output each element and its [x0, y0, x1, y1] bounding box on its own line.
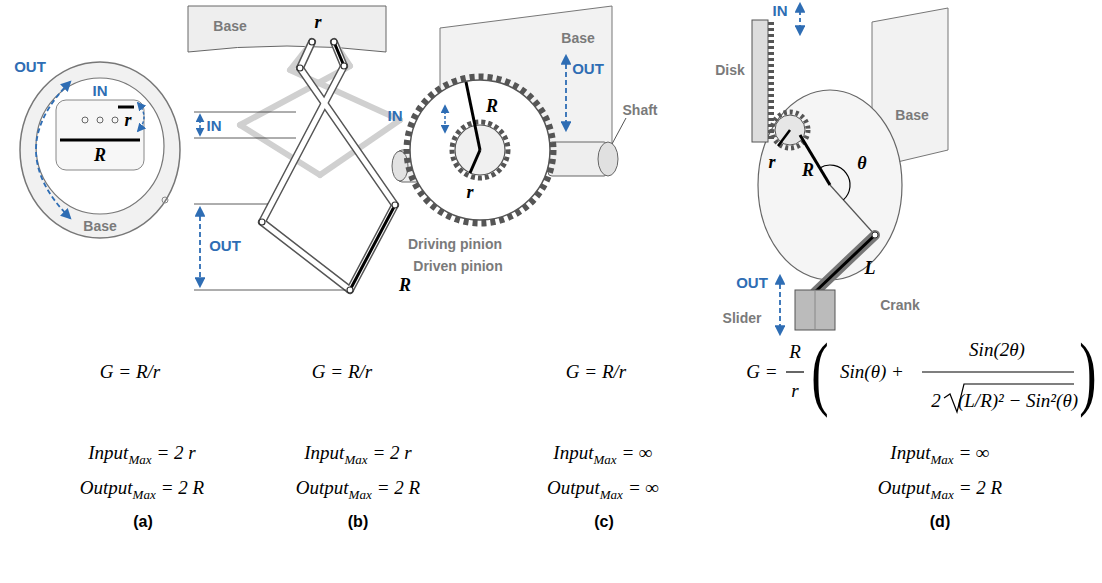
part-label: Slider — [723, 310, 762, 326]
formula-term: = ∞ — [622, 442, 653, 463]
part-label: Driving pinion — [408, 236, 502, 252]
part-label: Base — [213, 18, 246, 34]
formula-term: Output — [296, 477, 349, 498]
dimension-symbol: θ — [857, 153, 866, 174]
subscript: Max — [349, 487, 372, 502]
formula-term: R — [789, 341, 801, 363]
subscript: Max — [128, 452, 151, 467]
part-label: Shaft — [623, 102, 658, 118]
dimension-symbol: R — [486, 96, 498, 117]
dimension-symbol: R — [94, 145, 106, 166]
formula-term: (L/R)² − Sin²(θ) — [958, 390, 1078, 412]
dimension-symbol: L — [865, 258, 876, 279]
dimension-symbol: r — [768, 152, 775, 173]
formula-term: G = R/r — [566, 361, 626, 383]
panel-caption: (d) — [930, 513, 950, 531]
part-label: Base — [83, 218, 116, 234]
dimension-symbol: r — [124, 110, 131, 131]
formula-line: OutputMax = ∞ — [547, 477, 659, 503]
formula-line: InputMax = 2 r — [88, 442, 195, 468]
formula-line: InputMax = ∞ — [890, 442, 989, 468]
formula-term: = 2 r — [373, 442, 412, 463]
formula-term: = 2 r — [157, 442, 196, 463]
formula-term: = 2 R — [161, 477, 204, 498]
part-label: Crank — [880, 297, 920, 313]
motion-label: IN — [773, 2, 788, 19]
subscript: Max — [133, 487, 156, 502]
panel-c-art — [392, 6, 626, 223]
motion-label: IN — [93, 82, 108, 99]
dimension-symbol: R — [802, 160, 814, 181]
panel-d-art — [752, 4, 948, 334]
formula-line: InputMax = ∞ — [553, 442, 652, 468]
formula-term: r — [791, 380, 798, 402]
formula-term: = ∞ — [959, 442, 990, 463]
formula-term: G = — [746, 361, 777, 383]
formula-term: Input — [88, 442, 128, 463]
formula-term: = 2 R — [377, 477, 420, 498]
motion-label: OUT — [209, 237, 241, 254]
formula-term: Sin(θ) + — [840, 361, 904, 383]
formula-term: G = R/r — [100, 361, 160, 383]
motion-label: OUT — [572, 60, 604, 77]
motion-label: IN — [207, 117, 222, 134]
subscript: Max — [931, 487, 954, 502]
formula-term: Input — [304, 442, 344, 463]
formula-term: Output — [547, 477, 600, 498]
panel-a-art — [20, 62, 180, 238]
formula-line: OutputMax = 2 R — [296, 477, 420, 503]
panel-caption: (c) — [594, 513, 614, 531]
formula-term: Output — [80, 477, 133, 498]
panel-b-art — [188, 6, 400, 293]
motion-label: IN — [388, 107, 403, 124]
formula-term: 2 — [931, 390, 941, 412]
formula-term: = ∞ — [628, 477, 659, 498]
formula-term: Input — [553, 442, 593, 463]
formula-term: G = R/r — [312, 361, 372, 383]
dimension-symbol: R — [399, 275, 411, 296]
subscript: Max — [593, 452, 616, 467]
subscript: Max — [600, 487, 623, 502]
part-label: Disk — [715, 62, 745, 78]
motion-label: OUT — [736, 274, 768, 291]
panel-caption: (a) — [133, 513, 153, 531]
subscript: Max — [344, 452, 367, 467]
formula-paren: ( — [811, 325, 828, 419]
formula-term: Input — [890, 442, 930, 463]
motion-label: OUT — [14, 58, 46, 75]
formula-term: = 2 R — [959, 477, 1002, 498]
formula-term: Sin(2θ) — [969, 339, 1025, 361]
panel-caption: (b) — [348, 513, 368, 531]
formula-paren: ) — [1079, 325, 1096, 419]
part-label: Base — [895, 107, 928, 123]
dimension-symbol: r — [314, 12, 321, 33]
formula-line: OutputMax = 2 R — [80, 477, 204, 503]
formula-line: OutputMax = 2 R — [878, 477, 1002, 503]
part-label: Driven pinion — [413, 258, 502, 274]
dimension-symbol: r — [466, 182, 473, 203]
formula-term: Output — [878, 477, 931, 498]
subscript: Max — [930, 452, 953, 467]
formula-line: InputMax = 2 r — [304, 442, 411, 468]
part-label: Base — [561, 30, 594, 46]
